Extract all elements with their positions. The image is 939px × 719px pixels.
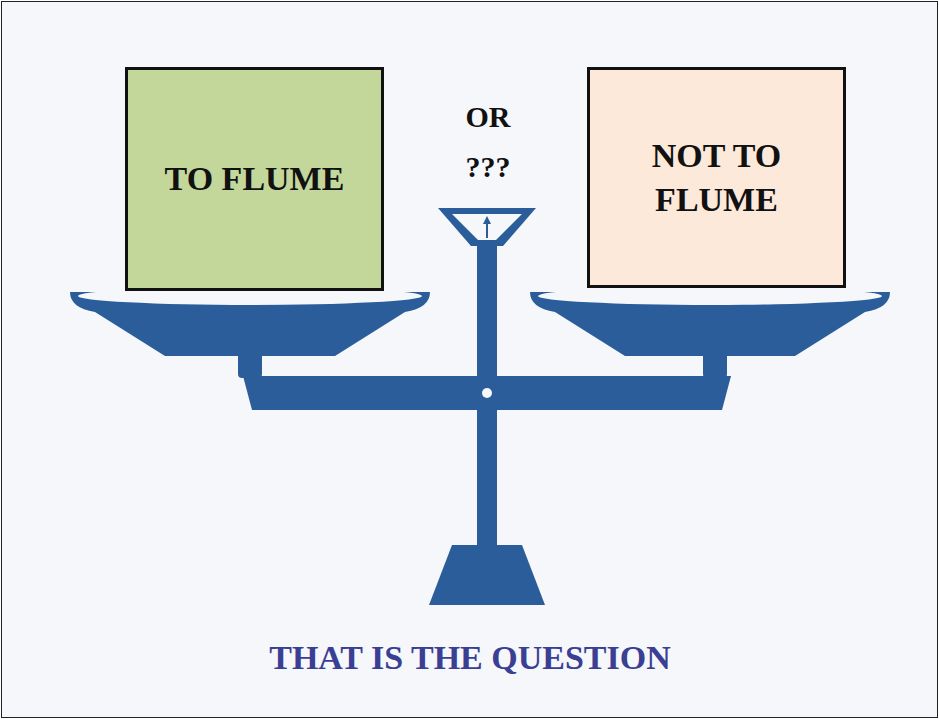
- pointer-window: [452, 214, 522, 240]
- box-text: TO FLUME: [159, 157, 351, 201]
- beam-pivot: [482, 388, 492, 398]
- box-text: NOT TO FLUME: [590, 134, 843, 222]
- text-box: NOT TO FLUME: [587, 67, 846, 288]
- pointer-head: [483, 216, 491, 224]
- scale-beam: [243, 376, 731, 410]
- caption: THAT IS THE QUESTION: [150, 636, 790, 680]
- scale-top: [438, 208, 536, 246]
- pan-rim: [538, 287, 882, 305]
- scale-base: [429, 545, 545, 605]
- pointer: [486, 222, 488, 238]
- text-box: TO FLUME: [125, 67, 384, 291]
- note-label: OR ???: [452, 92, 524, 192]
